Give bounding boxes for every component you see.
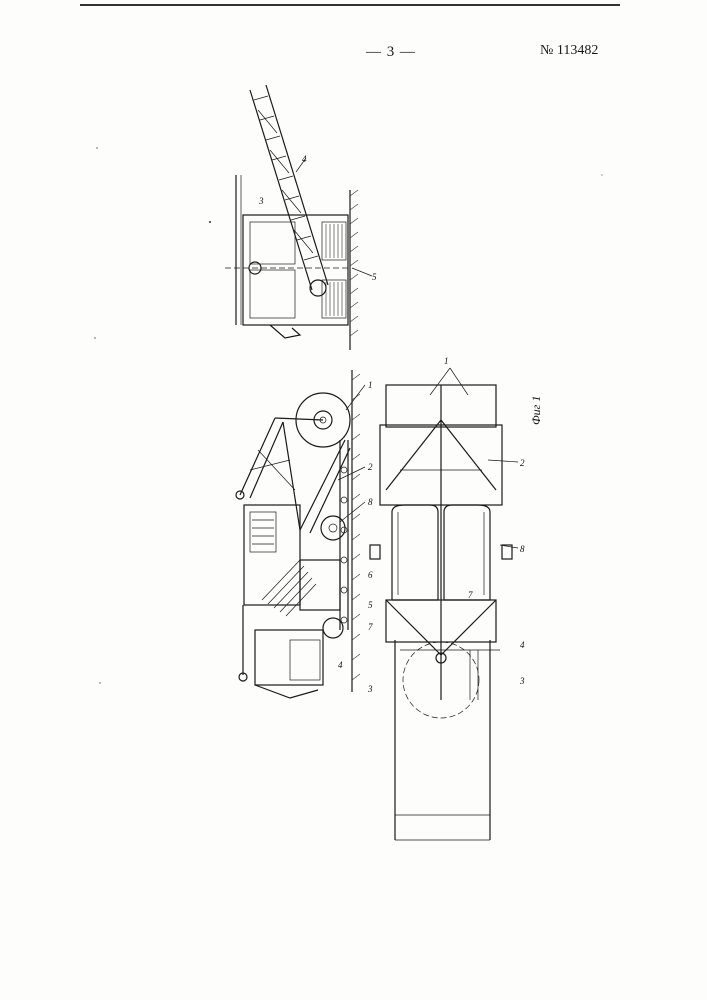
plan-label-2: 2 xyxy=(520,458,525,468)
upper-view: 4 3 5 xyxy=(225,85,377,350)
side-label-7: 7 xyxy=(368,622,373,632)
side-chute xyxy=(255,685,318,698)
upper-bin-top xyxy=(250,222,295,264)
side-label-5: 5 xyxy=(368,600,373,610)
side-label-2: 2 xyxy=(368,462,373,472)
upper-drum-ribs xyxy=(326,224,342,316)
plan-label-7: 7 xyxy=(468,590,473,600)
side-label-3: 3 xyxy=(367,684,373,694)
upper-label-5: 5 xyxy=(372,272,377,282)
side-label-1: 1 xyxy=(368,380,373,390)
side-chain xyxy=(340,440,348,630)
plan-label-8: 8 xyxy=(520,544,525,554)
upper-label-3: 3 xyxy=(258,196,264,206)
plan-label-1: 1 xyxy=(444,356,449,366)
side-label-8: 8 xyxy=(368,497,373,507)
plan-leader-1b xyxy=(450,368,468,395)
figure-caption: Фиг 1 xyxy=(529,396,543,425)
upper-chute xyxy=(270,325,300,338)
upper-bin-bottom xyxy=(250,270,295,318)
plan-leader-1a xyxy=(430,368,450,395)
plan-label-4: 4 xyxy=(520,640,525,650)
side-label-6: 6 xyxy=(368,570,373,580)
plan-view: 1 2 8 7 4 3 Фиг 1 xyxy=(370,356,543,840)
side-label-4: 4 xyxy=(338,660,343,670)
side-stair xyxy=(262,560,316,616)
side-hopper xyxy=(255,630,323,685)
side-box-lower xyxy=(300,560,340,610)
plan-side-block-left xyxy=(370,545,380,559)
side-ground-hatch xyxy=(352,374,360,680)
side-elevation: 1 2 8 6 5 7 4 3 xyxy=(236,370,373,698)
upper-ground-hatch xyxy=(350,190,358,336)
side-cabin-slats xyxy=(252,520,274,544)
plan-label-3: 3 xyxy=(519,676,525,686)
upper-conveyor xyxy=(250,85,328,296)
